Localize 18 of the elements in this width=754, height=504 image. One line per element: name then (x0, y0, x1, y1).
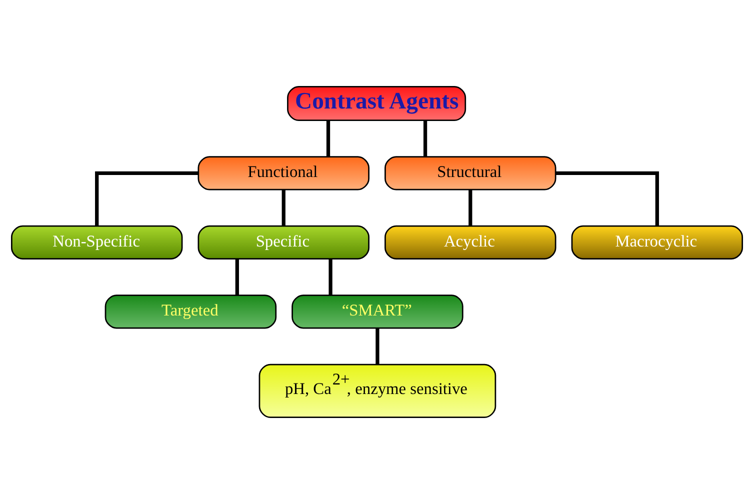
connector (328, 258, 332, 296)
node-box: Contrast Agents (287, 86, 466, 122)
connector (376, 328, 380, 364)
node-box: Structural (384, 156, 556, 190)
node-box: Acyclic (384, 225, 556, 260)
connector (282, 190, 286, 226)
connector (326, 120, 330, 157)
connector (235, 258, 239, 296)
node-box: Specific (198, 225, 370, 260)
connector (95, 171, 198, 226)
node-box: Macrocyclic (571, 225, 744, 260)
connector (468, 190, 472, 226)
node-box: “SMART” (292, 294, 464, 329)
connector (423, 120, 428, 157)
node-box: Functional (198, 156, 370, 190)
connector (556, 171, 659, 226)
node-box: Targeted (104, 294, 277, 329)
node-box: Non-Specific (10, 225, 183, 260)
